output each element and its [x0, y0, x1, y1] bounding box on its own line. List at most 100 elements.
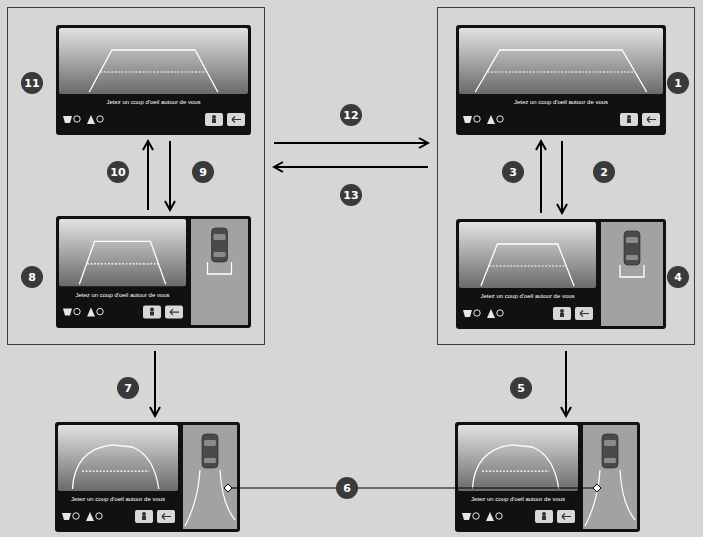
- screen-rect: [459, 222, 596, 288]
- callout-number: 12: [340, 104, 362, 126]
- screen-circle: [142, 512, 146, 516]
- screen-rect: [58, 425, 178, 491]
- screen-path: [72, 445, 158, 489]
- screen-rect: [627, 119, 631, 123]
- callout-number: 4: [667, 266, 689, 288]
- transition-arrow: [561, 141, 563, 213]
- screen-path: [101, 71, 207, 72]
- screen-rect: [604, 458, 616, 463]
- screen-message: Jetez un coup d'oeil autour de vous: [456, 94, 666, 109]
- screen-rect: [183, 425, 237, 529]
- screen-message: Jetez un coup d'oeil autour de vous: [456, 288, 599, 303]
- transition-arrow: [169, 141, 171, 210]
- screen-rect: [602, 434, 618, 468]
- screen-circle: [627, 115, 631, 119]
- screen-rect: [59, 28, 248, 94]
- camera-screen: Jetez un coup d'oeil autour de vous: [455, 422, 640, 532]
- screen-path: [462, 513, 471, 520]
- screen-path: [593, 484, 601, 492]
- screen-path: [562, 514, 571, 520]
- screen-rect: [165, 306, 183, 319]
- transition-arrow: [540, 141, 542, 213]
- callout-number: 9: [192, 161, 214, 183]
- screen-circle: [560, 309, 564, 313]
- screen-rect: [212, 228, 228, 262]
- screen-rect: [601, 222, 663, 326]
- camera-screen: Jetez un coup d'oeil autour de vous: [56, 216, 251, 328]
- screen-path: [585, 470, 600, 526]
- callout-number: 13: [340, 184, 362, 206]
- screen-path: [232, 117, 241, 123]
- screen-rect: [202, 434, 218, 468]
- screen-circle: [496, 513, 502, 519]
- screen-rect: [626, 237, 638, 243]
- screen-rect: [214, 252, 226, 257]
- screen-circle: [212, 115, 216, 119]
- screen-illustration: [455, 422, 640, 532]
- screen-path: [487, 309, 495, 318]
- callout-number: 7: [117, 377, 139, 399]
- screen-path: [489, 265, 566, 266]
- screen-message: Jetez un coup d'oeil autour de vous: [55, 491, 181, 506]
- screen-rect: [227, 113, 245, 126]
- screen-rect: [142, 516, 146, 520]
- screen-circle: [73, 513, 79, 519]
- screen-rect: [620, 113, 638, 126]
- screen-illustration: [56, 25, 251, 135]
- transition-arrow: [274, 166, 428, 168]
- screen-circle: [474, 116, 480, 122]
- camera-screen: Jetez un coup d'oeil autour de vous: [456, 219, 666, 329]
- screen-group-frame: Jetez un coup d'oeil autour de vousJetez…: [7, 7, 265, 345]
- screen-path: [472, 445, 558, 489]
- screen-path: [481, 244, 574, 286]
- screen-path: [208, 262, 232, 274]
- camera-screen: Jetez un coup d'oeil autour de vous: [55, 422, 240, 532]
- screen-path: [647, 117, 656, 123]
- screen-path: [162, 514, 171, 520]
- screen-rect: [459, 28, 663, 94]
- callout-number: 5: [510, 377, 532, 399]
- screen-path: [620, 265, 644, 277]
- transition-arrow: [565, 351, 567, 416]
- screen-rect: [212, 119, 216, 123]
- transition-arrow: [274, 142, 428, 144]
- callout-number: 3: [502, 161, 524, 183]
- screen-illustration: [55, 422, 240, 532]
- screen-rect: [626, 255, 638, 260]
- screen-path: [170, 309, 179, 315]
- callout-number: 6: [336, 477, 358, 499]
- callout-number: 1: [667, 72, 689, 94]
- screen-rect: [135, 510, 153, 523]
- transition-arrow: [147, 141, 149, 210]
- screen-path: [82, 471, 149, 472]
- screen-rect: [214, 234, 226, 240]
- screen-rect: [542, 516, 546, 520]
- screen-rect: [143, 306, 161, 319]
- screen-rect: [205, 113, 223, 126]
- screen-rect: [624, 231, 640, 265]
- screen-circle: [542, 512, 546, 516]
- screen-path: [482, 471, 549, 472]
- screen-path: [79, 241, 165, 284]
- screen-illustration: [56, 216, 251, 328]
- screen-rect: [204, 458, 216, 463]
- screen-rect: [59, 219, 186, 286]
- screen-rect: [642, 113, 660, 126]
- screen-message: Jetez un coup d'oeil autour de vous: [56, 94, 251, 109]
- screen-rect: [191, 219, 248, 325]
- screen-circle: [97, 116, 103, 122]
- screen-path: [87, 263, 158, 264]
- screen-path: [87, 115, 95, 124]
- screen-illustration: [456, 219, 666, 329]
- screen-rect: [157, 510, 175, 523]
- screen-path: [62, 513, 71, 520]
- screen-circle: [74, 116, 80, 122]
- screen-rect: [535, 510, 553, 523]
- screen-rect: [557, 510, 575, 523]
- screen-path: [89, 50, 218, 92]
- screen-path: [486, 512, 494, 521]
- screen-path: [86, 512, 94, 521]
- screen-path: [580, 311, 589, 317]
- screen-rect: [553, 307, 571, 320]
- screen-rect: [575, 307, 593, 320]
